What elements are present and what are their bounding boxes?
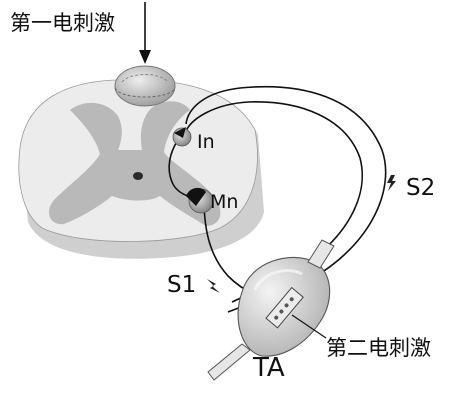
ta-muscle-label: TA [253, 353, 285, 383]
interneuron-synapse [174, 127, 186, 138]
motor-neuron-label: Mn [210, 191, 239, 213]
first-stimulation-label: 第一电刺激 [10, 11, 115, 35]
second-stimulation-label: 第二电刺激 [326, 336, 431, 360]
spinal-cord [18, 65, 264, 259]
interneuron-label: In [197, 131, 215, 153]
stimulation-site-rim [114, 87, 176, 98]
spinal-cord-gray-matter [49, 101, 221, 226]
s2-label: S2 [406, 175, 436, 201]
motor-neuron [186, 187, 214, 214]
stimulation-site-ring [121, 74, 169, 83]
arrow-down-icon [139, 2, 151, 64]
ta-muscle [207, 239, 335, 381]
second-stimulation-pointer [291, 314, 327, 339]
electrode-icon [265, 286, 304, 329]
interneuron [172, 127, 192, 147]
lightning-icon [207, 279, 220, 293]
s1-label: S1 [167, 272, 197, 298]
motor-neuron-synapse [186, 187, 206, 206]
ta-muscle-highlight [253, 269, 303, 291]
ta-tendon-lower [207, 343, 251, 381]
ta-tendon-upper [307, 239, 335, 269]
stimulation-site [114, 65, 176, 107]
lightning-icon [387, 175, 396, 191]
central-canal [133, 172, 143, 180]
